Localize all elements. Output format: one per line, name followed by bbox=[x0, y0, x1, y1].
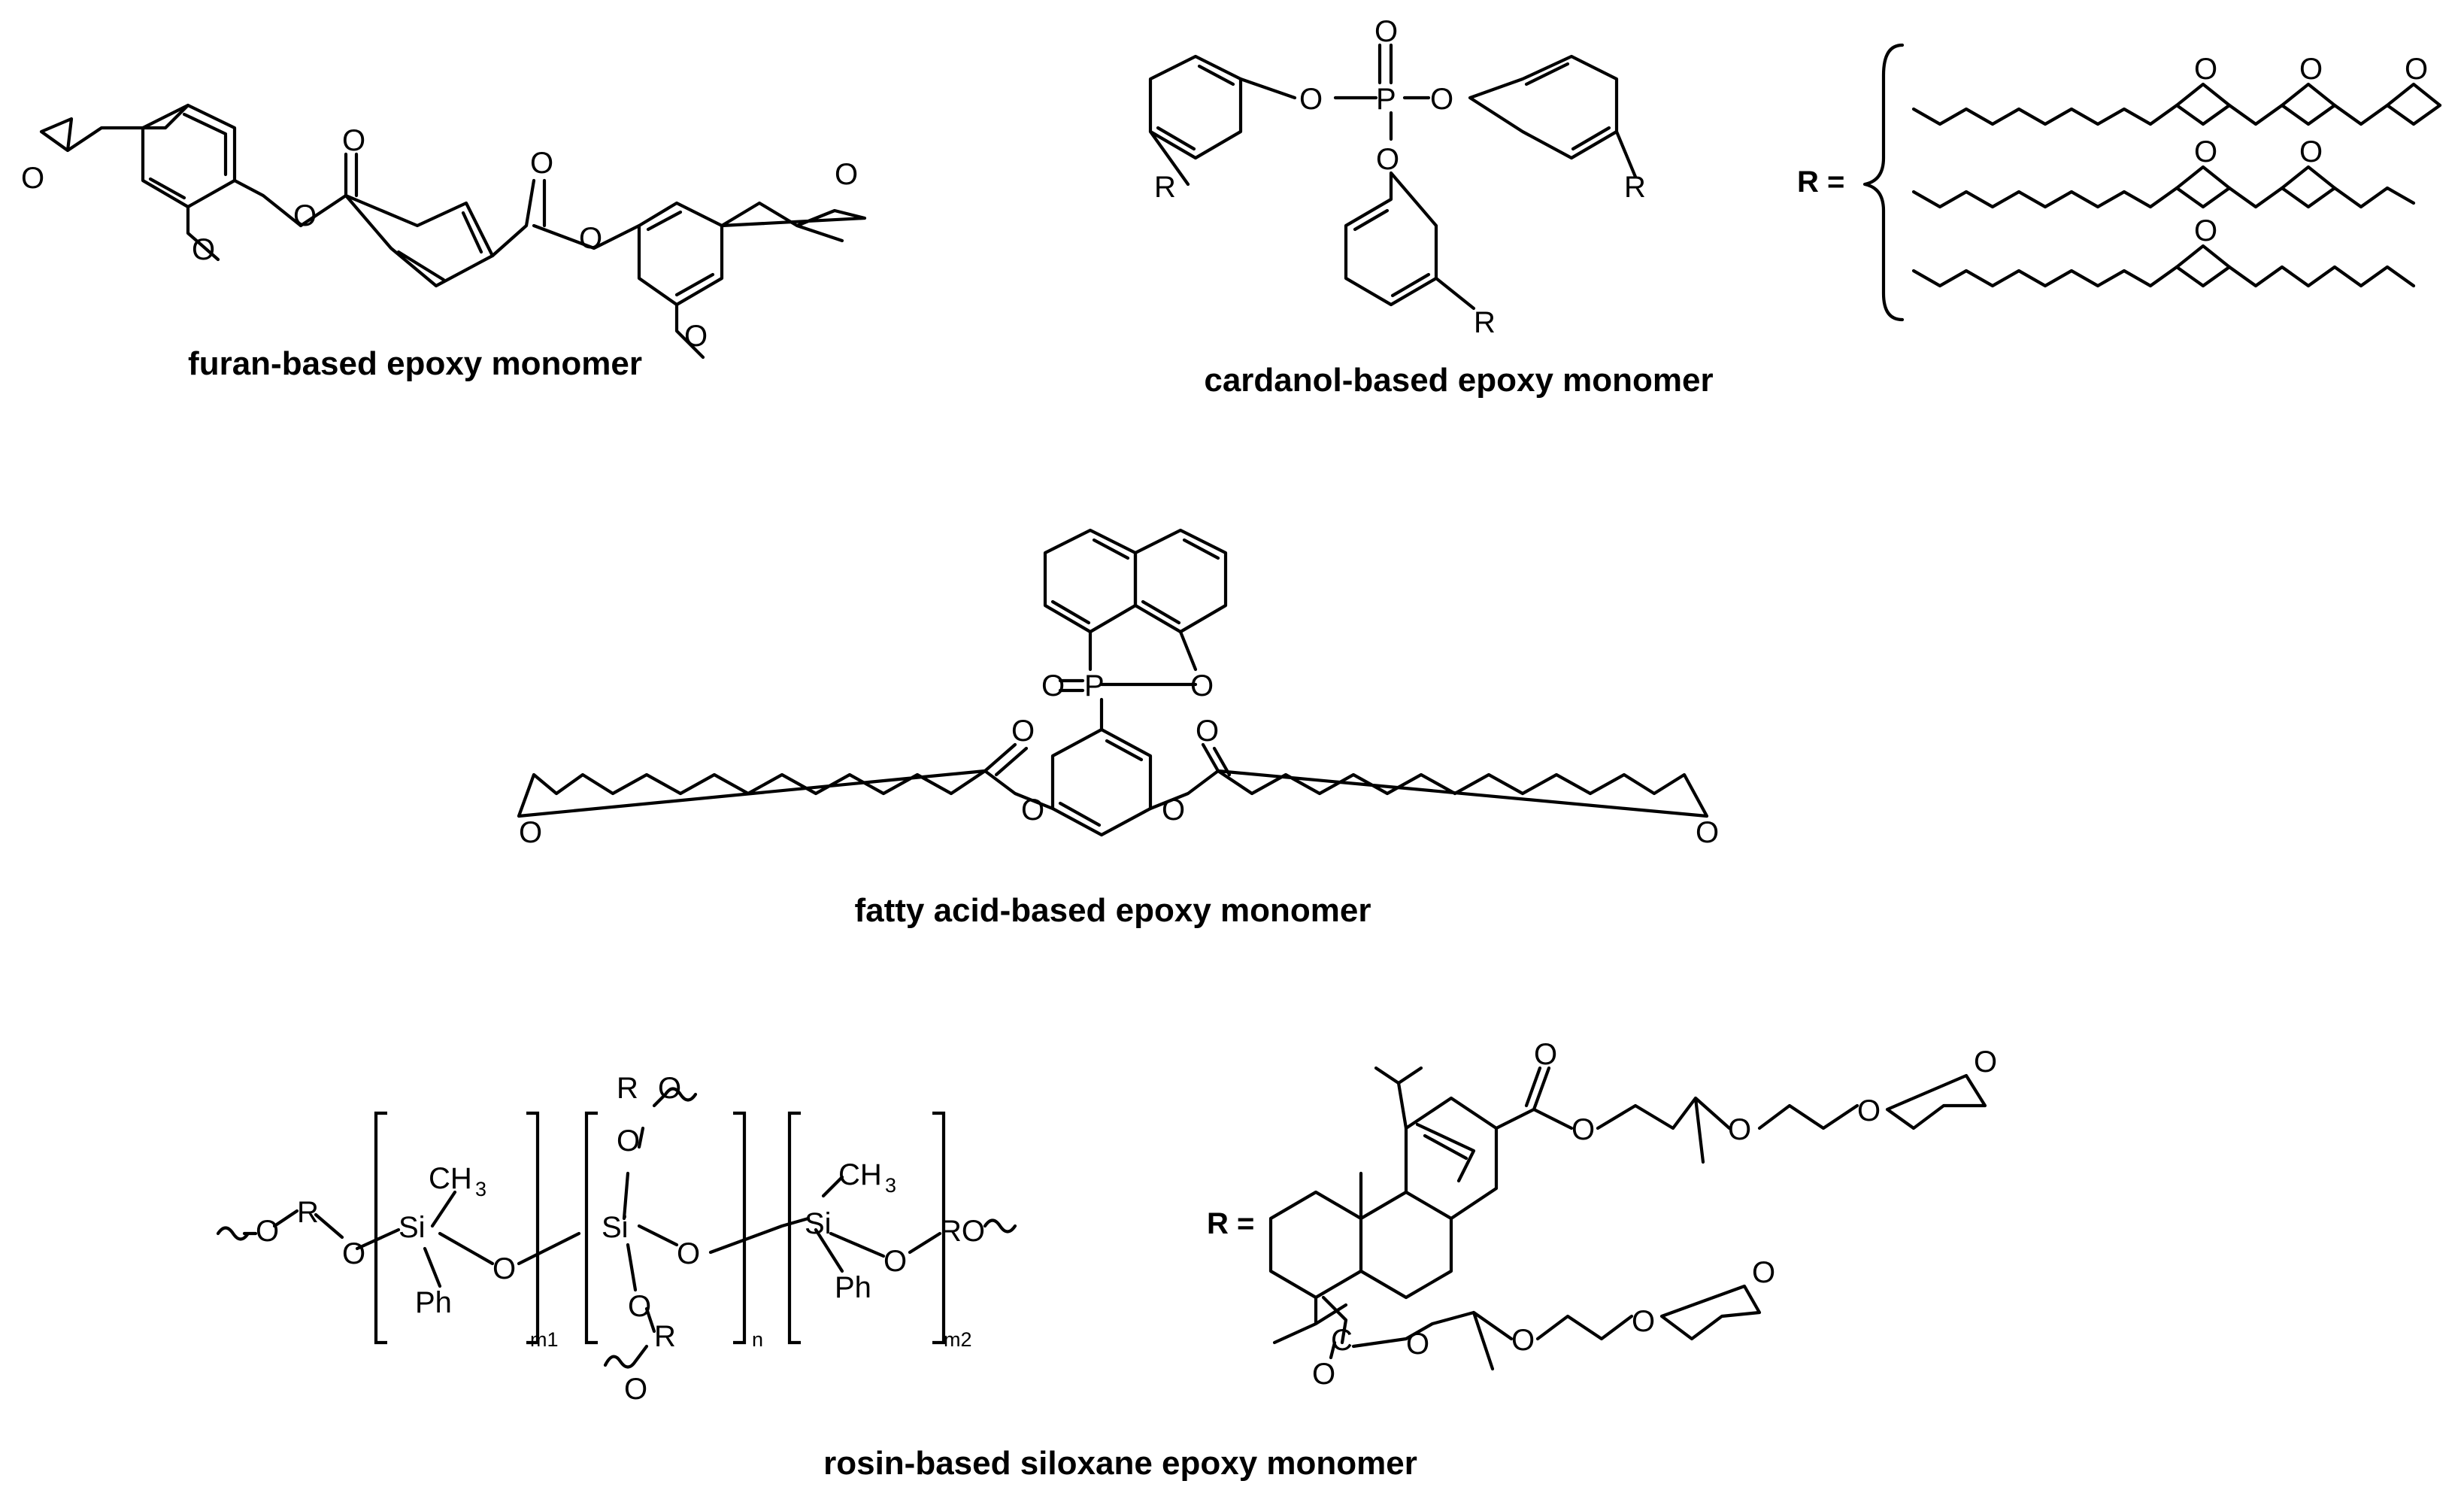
svg-text:n: n bbox=[752, 1328, 763, 1351]
svg-text:m1: m1 bbox=[530, 1328, 559, 1351]
svg-text:O: O bbox=[1021, 794, 1044, 827]
svg-text:R: R bbox=[1624, 171, 1646, 204]
svg-text:O: O bbox=[1571, 1113, 1595, 1146]
fatty-acid-based-epoxy-monomer: O P O O O O O O O fatty acid-based epoxy… bbox=[517, 528, 1719, 929]
svg-text:O: O bbox=[492, 1252, 516, 1285]
svg-text:R: R bbox=[654, 1320, 676, 1353]
svg-text:O: O bbox=[1011, 715, 1035, 748]
svg-text:O: O bbox=[1162, 794, 1185, 827]
svg-text:O: O bbox=[342, 1237, 365, 1270]
svg-text:O: O bbox=[519, 816, 542, 849]
r-equals-label: R = bbox=[1797, 165, 1844, 199]
svg-text:R: R bbox=[1474, 306, 1496, 339]
svg-text:O: O bbox=[1196, 715, 1219, 748]
svg-text:O: O bbox=[1406, 1328, 1429, 1361]
cardanol-r-definitions: R = O O O O O O bbox=[1797, 43, 2442, 322]
svg-text:O: O bbox=[1376, 143, 1399, 176]
fatty-atom-labels: O P O O O O O O O bbox=[519, 669, 1719, 849]
ch3-group-1: CH 3 bbox=[429, 1162, 486, 1200]
curly-brace bbox=[1862, 43, 1905, 322]
svg-text:O: O bbox=[1374, 15, 1398, 48]
furan-atom-labels: O O O O O O O O bbox=[21, 124, 858, 353]
svg-text:Ph: Ph bbox=[835, 1271, 871, 1304]
cardanol-structure-bonds bbox=[1148, 43, 1638, 311]
svg-text:O: O bbox=[1041, 669, 1065, 702]
cardanol-based-epoxy-monomer: R O P O O O R R cardanol-based epoxy mon… bbox=[1148, 15, 1714, 399]
rosin-atom-labels: O O O O O C O O O O O bbox=[1312, 1038, 1997, 1391]
svg-text:O: O bbox=[192, 233, 215, 266]
svg-text:P: P bbox=[1376, 83, 1396, 116]
fatty-structure-bonds bbox=[517, 528, 1709, 837]
svg-text:3: 3 bbox=[885, 1174, 896, 1197]
svg-text:O: O bbox=[2194, 135, 2217, 168]
svg-text:O: O bbox=[835, 158, 858, 191]
rosin-caption: rosin-based siloxane epoxy monomer bbox=[823, 1445, 1417, 1482]
svg-text:m2: m2 bbox=[944, 1328, 972, 1351]
svg-text:Si: Si bbox=[805, 1207, 832, 1240]
cardanol-caption: cardanol-based epoxy monomer bbox=[1204, 362, 1713, 399]
rosin-structure-bonds bbox=[1268, 1066, 1987, 1371]
svg-text:C: C bbox=[1331, 1324, 1353, 1357]
svg-text:O: O bbox=[530, 147, 553, 180]
fatty-caption: fatty acid-based epoxy monomer bbox=[854, 892, 1371, 929]
rosin-r-definition: R = O O O O O C O O O O bbox=[1207, 1038, 1997, 1391]
svg-text:O: O bbox=[677, 1237, 700, 1270]
svg-text:Si: Si bbox=[602, 1211, 629, 1244]
svg-text:Si: Si bbox=[399, 1211, 426, 1244]
svg-text:R: R bbox=[297, 1196, 319, 1229]
ch3-group-2: CH 3 bbox=[838, 1158, 896, 1197]
svg-text:O: O bbox=[883, 1245, 907, 1278]
svg-text:O: O bbox=[1696, 816, 1719, 849]
svg-text:Ph: Ph bbox=[415, 1286, 452, 1319]
r-epoxide-o-labels: O O O O O O bbox=[2194, 53, 2428, 247]
furan-based-epoxy-monomer: O O O O O O O O furan-based epoxy monome… bbox=[21, 103, 867, 382]
svg-text:R: R bbox=[617, 1072, 638, 1105]
svg-text:3: 3 bbox=[475, 1178, 486, 1200]
svg-text:O: O bbox=[1974, 1045, 1997, 1079]
svg-text:O: O bbox=[684, 320, 708, 353]
svg-text:O: O bbox=[617, 1124, 640, 1158]
svg-text:O: O bbox=[628, 1290, 651, 1323]
svg-text:O: O bbox=[1534, 1038, 1557, 1071]
svg-text:O: O bbox=[2194, 53, 2217, 86]
svg-text:R: R bbox=[1154, 171, 1176, 204]
siloxane-atom-labels: O R O Si CH 3 Ph O m1 O R O Si O R O O n… bbox=[256, 1072, 985, 1406]
svg-text:O: O bbox=[21, 162, 44, 195]
svg-text:O: O bbox=[2194, 214, 2217, 247]
svg-text:O: O bbox=[658, 1072, 681, 1105]
svg-text:O: O bbox=[1190, 669, 1214, 702]
svg-text:O: O bbox=[1857, 1094, 1881, 1127]
svg-text:O: O bbox=[256, 1215, 279, 1248]
siloxane-bonds bbox=[216, 1087, 1017, 1369]
svg-text:O: O bbox=[624, 1373, 647, 1406]
cardanol-atom-labels: R O P O O O R R bbox=[1154, 15, 1646, 339]
svg-text:O: O bbox=[1312, 1358, 1335, 1391]
rosin-r-equals-label: R = bbox=[1207, 1207, 1254, 1240]
svg-text:O: O bbox=[1511, 1324, 1535, 1357]
svg-text:O: O bbox=[2299, 53, 2323, 86]
svg-text:O: O bbox=[342, 124, 365, 157]
svg-text:P: P bbox=[1084, 669, 1105, 702]
svg-text:O: O bbox=[1430, 83, 1453, 116]
svg-text:O: O bbox=[1632, 1305, 1655, 1338]
svg-text:O: O bbox=[1728, 1113, 1751, 1146]
svg-text:RO: RO bbox=[940, 1215, 985, 1248]
svg-text:O: O bbox=[1299, 83, 1323, 116]
furan-caption: furan-based epoxy monomer bbox=[188, 345, 642, 382]
siloxane-brackets bbox=[374, 1111, 946, 1345]
svg-text:O: O bbox=[2405, 53, 2428, 86]
svg-text:CH: CH bbox=[838, 1158, 882, 1191]
svg-text:O: O bbox=[293, 199, 317, 232]
svg-text:CH: CH bbox=[429, 1162, 472, 1195]
svg-text:O: O bbox=[2299, 135, 2323, 168]
svg-text:O: O bbox=[579, 222, 602, 255]
furan-structure-bonds bbox=[39, 103, 867, 360]
rosin-siloxane-polymer: O R O Si CH 3 Ph O m1 O R O Si O R O O n… bbox=[216, 1072, 1017, 1406]
svg-text:O: O bbox=[1752, 1256, 1775, 1289]
